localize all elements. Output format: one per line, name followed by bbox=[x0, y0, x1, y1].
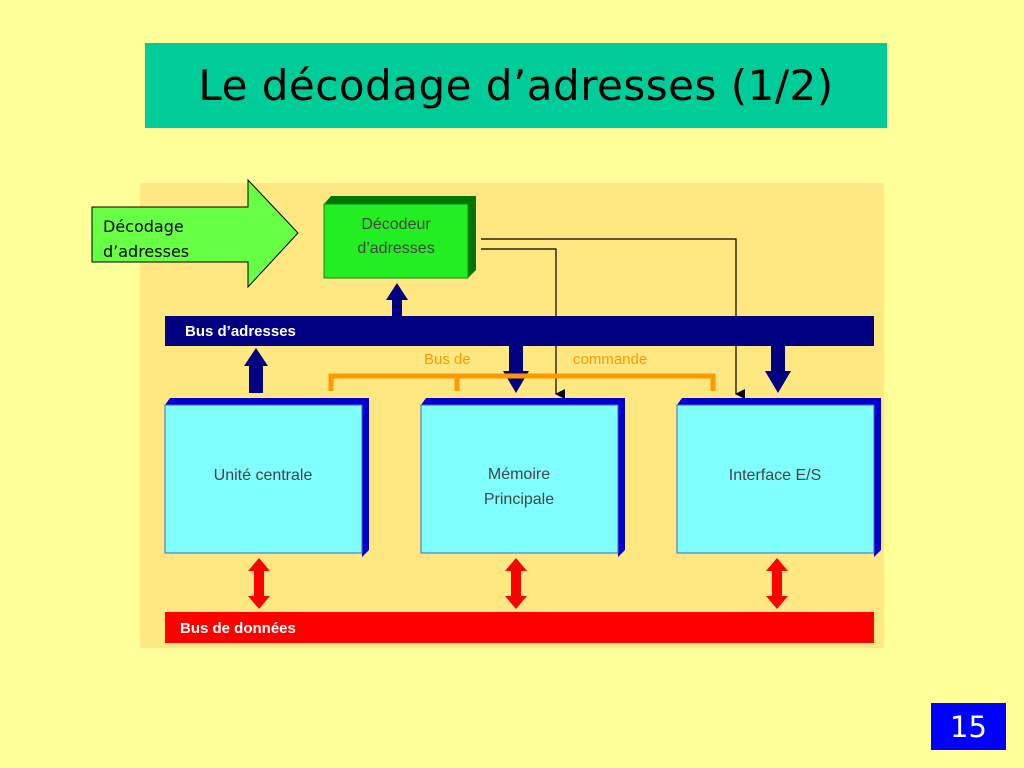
data-bus bbox=[165, 612, 874, 643]
cpu-block: Unité centrale bbox=[164, 398, 369, 557]
slide-title: Le décodage d’adresses (1/2) bbox=[198, 61, 834, 110]
callout-arrow bbox=[91, 178, 299, 289]
decoder-label-line1: Décodeur bbox=[361, 216, 431, 233]
cpu-to-bus-arrow bbox=[244, 348, 268, 393]
bus-to-io-arrow bbox=[765, 346, 791, 393]
bus-to-memory-arrow bbox=[503, 346, 529, 393]
address-bus-label: Bus d’adresses bbox=[185, 323, 296, 340]
control-bus-label-part1: Bus de bbox=[424, 351, 471, 368]
data-bus-label: Bus de données bbox=[180, 620, 296, 637]
cpu-label: Unité centrale bbox=[214, 467, 313, 484]
control-bus-label-part2: commande bbox=[573, 351, 647, 368]
decoder-label-line2: d’adresses bbox=[357, 240, 434, 257]
memory-label-line2: Principale bbox=[484, 491, 554, 508]
callout-label-line2: d’adresses bbox=[103, 242, 189, 261]
page-number: 15 bbox=[931, 703, 1006, 750]
address-bus bbox=[165, 316, 874, 346]
memory-block: Mémoire Principale bbox=[420, 398, 625, 557]
control-bus bbox=[328, 373, 716, 391]
io-data-arrow bbox=[766, 558, 788, 609]
cpu-data-arrow bbox=[248, 558, 270, 609]
callout-label-line1: Décodage bbox=[103, 217, 184, 236]
bus-to-decoder-arrow bbox=[386, 283, 408, 316]
io-label: Interface E/S bbox=[729, 467, 822, 484]
io-block: Interface E/S bbox=[676, 398, 881, 557]
title-box: Le décodage d’adresses (1/2) bbox=[145, 43, 887, 128]
page-number-text: 15 bbox=[950, 709, 987, 744]
decoder-block: Décodeur d’adresses bbox=[323, 196, 476, 279]
memory-label-line1: Mémoire bbox=[488, 466, 550, 483]
memory-data-arrow bbox=[505, 558, 527, 609]
